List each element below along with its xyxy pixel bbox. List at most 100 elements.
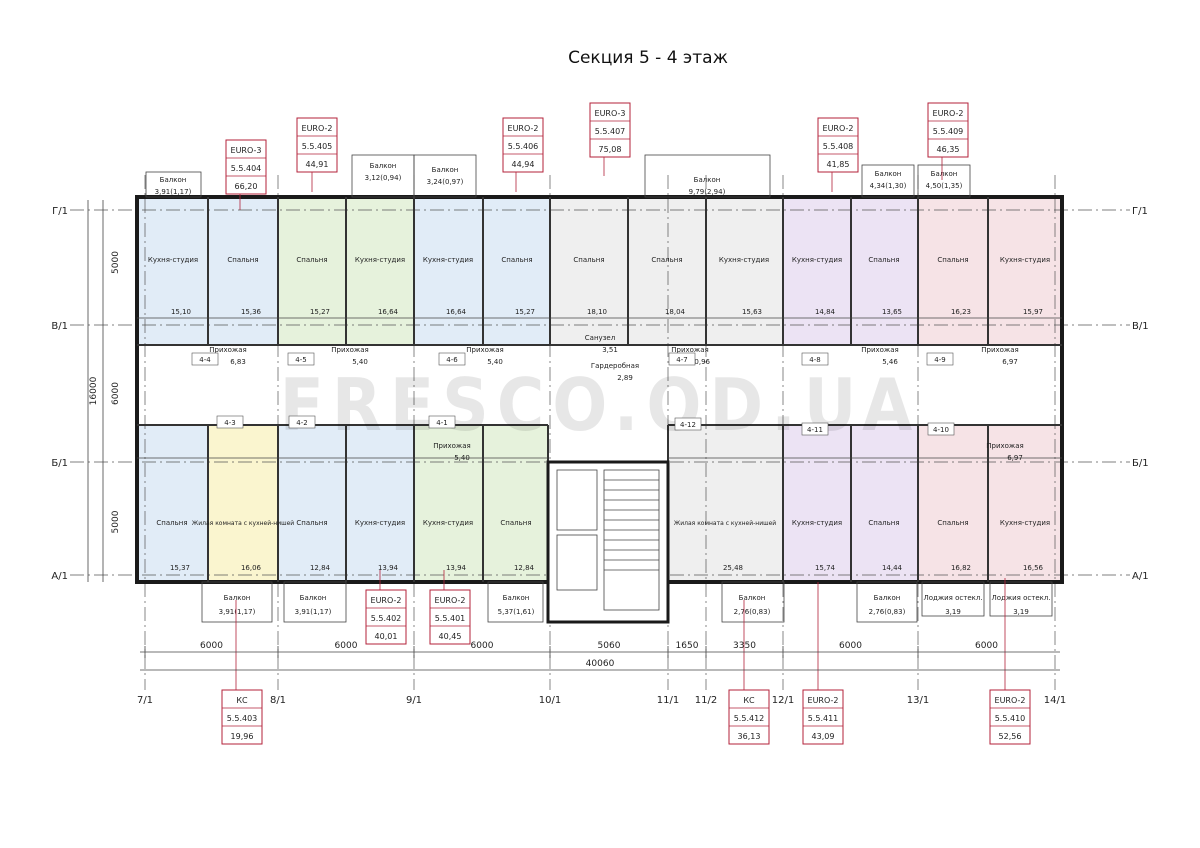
axis-label-bottom: 12/1: [772, 695, 794, 706]
apartment-type: EURO-2: [508, 124, 539, 133]
room-name: Кухня-студия: [423, 519, 473, 527]
flat-label-box: [801, 422, 829, 436]
apartment-code: 5.5.401: [435, 614, 466, 623]
room-name: Кухня-студия: [148, 256, 198, 264]
flat-label-box: [674, 417, 702, 431]
balcony-area: 4,50(1,35): [926, 182, 963, 190]
axis-label-right: А/1: [1132, 571, 1149, 582]
elevator-shaft: [556, 534, 598, 591]
axis-label-bottom: 9/1: [406, 695, 422, 706]
tag-box: [589, 102, 631, 158]
apartment-type: КС: [236, 696, 248, 705]
room-name: Кухня-студия: [355, 519, 405, 527]
apartment-type: EURO-2: [933, 109, 964, 118]
balcony-outline: [917, 164, 971, 198]
apartment-code: 5.5.403: [227, 714, 258, 723]
corridor-room-area: 5,40: [352, 358, 368, 366]
apartment-type: КС: [743, 696, 755, 705]
room-name: Спальня: [937, 256, 968, 264]
flat-label-box: [668, 352, 696, 366]
corridor-room-area: 5,40: [487, 358, 503, 366]
balcony-name: Балкон: [874, 594, 901, 602]
room-area: 15,37: [170, 564, 190, 572]
room-area: 13,65: [882, 308, 902, 316]
room-name: Жилая комната с кухней-нишей: [192, 520, 295, 527]
apartment-code: 5.5.402: [371, 614, 402, 623]
corridor-room-name: Прихожая: [466, 346, 504, 354]
apartment-type: EURO-3: [595, 109, 626, 118]
apartment-area: 41,85: [827, 160, 850, 169]
balcony-name: Балкон: [694, 176, 721, 184]
room-name: Спальня: [651, 256, 682, 264]
room-name: Жилая комната с кухней-нишей: [674, 520, 777, 527]
tag-box: [817, 117, 859, 173]
balcony-name: Балкон: [739, 594, 766, 602]
balcony-name: Балкон: [432, 166, 459, 174]
room-area: 16,06: [241, 564, 262, 572]
room-area: 16,64: [446, 308, 467, 316]
dim-value: 5060: [598, 641, 621, 651]
dim-value: 6000: [471, 641, 494, 651]
apartment-code: 5.5.412: [734, 714, 765, 723]
axis-label-bottom: 11/1: [657, 695, 679, 706]
dim-value: 6000: [839, 641, 862, 651]
room-area: 16,56: [1023, 564, 1044, 572]
corridor-room-area: 10,96: [690, 358, 711, 366]
balcony-name: Балкон: [224, 594, 251, 602]
flat-label-box: [926, 352, 954, 366]
flat-label-box: [927, 422, 955, 436]
apartment-type: EURO-2: [823, 124, 854, 133]
balcony-outline: [856, 581, 918, 623]
dim-value-vertical: 6000: [111, 382, 121, 405]
room-area: 15,74: [815, 564, 836, 572]
room-name: Спальня: [296, 519, 327, 527]
corridor-room-name: Прихожая: [981, 346, 1019, 354]
room-area: 16,82: [951, 564, 971, 572]
room-area: 13,94: [378, 564, 399, 572]
corridor-room-area: 6,97: [1007, 454, 1023, 462]
apartment-area: 75,08: [599, 145, 622, 154]
apartment-area: 40,45: [439, 632, 462, 641]
room-area: 18,10: [587, 308, 607, 316]
axis-label-bottom: 13/1: [907, 695, 929, 706]
apartment-area: 44,94: [512, 160, 535, 169]
room-name: Спальня: [573, 256, 604, 264]
corridor-room-area: 5,46: [882, 358, 898, 366]
corridor-room-name: Прихожая: [671, 346, 709, 354]
flat-label: 4-9: [934, 356, 945, 364]
axis-label-right: Г/1: [1132, 206, 1148, 217]
corridor-room-area: 3,51: [602, 346, 618, 354]
loggia-outline: [921, 581, 985, 617]
room-name: Спальня: [156, 519, 187, 527]
apartment-zone: [918, 197, 1062, 345]
axis-label-right: В/1: [1132, 321, 1149, 332]
flat-label: 4-7: [676, 356, 687, 364]
balcony-area: 3,91(1,17): [155, 188, 192, 196]
balcony-name: Балкон: [503, 594, 530, 602]
apartment-area: 66,20: [235, 182, 258, 191]
corridor-room-name: Прихожая: [209, 346, 247, 354]
flat-label-box: [801, 352, 829, 366]
apartment-zone: [668, 425, 783, 582]
room-labels: Кухня-студия15,10Спальня15,36Спальня15,2…: [148, 162, 1051, 616]
room-name: Кухня-студия: [1000, 256, 1050, 264]
room-area: 15,36: [241, 308, 262, 316]
axis-label-left: А/1: [51, 571, 68, 582]
room-name: Кухня-студия: [719, 256, 769, 264]
balcony-name: Балкон: [300, 594, 327, 602]
room-area: 12,84: [514, 564, 535, 572]
apartment-area: 52,56: [999, 732, 1022, 741]
flat-label: 4-4: [199, 356, 211, 364]
room-area: 18,04: [665, 308, 686, 316]
stair-steps: [604, 479, 659, 571]
room-area: 15,27: [515, 308, 535, 316]
apartment-zone: [414, 425, 548, 582]
room-area: 15,27: [310, 308, 330, 316]
dim-value-vertical: 5000: [111, 510, 121, 533]
